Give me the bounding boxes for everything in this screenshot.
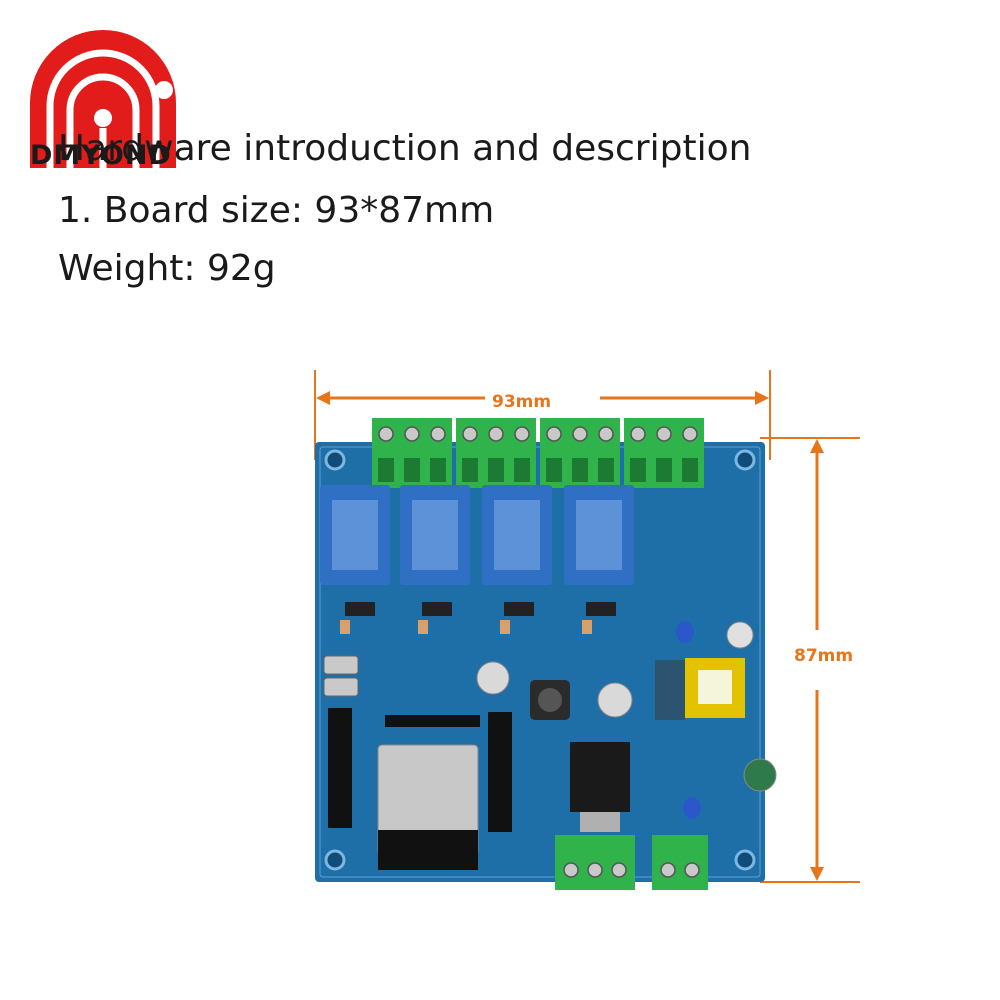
board-size-text: 1. Board size: 93*87mm (58, 190, 495, 231)
width-dimension-arrow (314, 370, 771, 460)
relays (320, 485, 634, 585)
top-terminal-blocks (372, 418, 704, 488)
page-heading: Hardware introduction and description (58, 128, 752, 169)
width-dimension-label: 93mm (492, 392, 552, 412)
relay-board-photo (314, 370, 860, 890)
brand-logo-text: DMYOND (30, 140, 172, 171)
weight-text: Weight: 92g (58, 248, 276, 289)
height-dimension-label: 87mm (794, 646, 854, 666)
height-dimension-arrow (760, 437, 860, 883)
bottom-terminal-blocks (555, 835, 708, 890)
brand-logo-icon (30, 30, 176, 168)
